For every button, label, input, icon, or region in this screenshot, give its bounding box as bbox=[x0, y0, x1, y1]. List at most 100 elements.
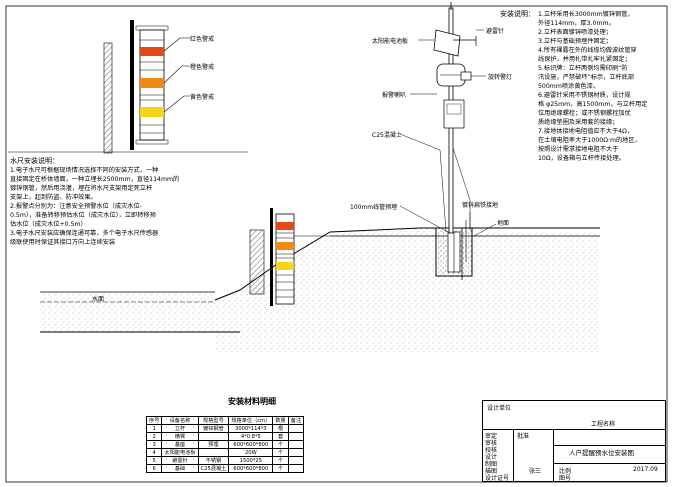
table-cell: 太阳能电池板 bbox=[161, 448, 199, 457]
install-note-line: 在土壤电阻率大于1000Ω·m的地区， bbox=[538, 137, 641, 144]
install-note-line: 7.接地体接地电阻值应不大于4Ω， bbox=[538, 128, 634, 135]
table-cell: 1 bbox=[145, 424, 163, 433]
red-warning-label: 红色警戒 bbox=[190, 36, 215, 43]
ground-wire-label: 镀锌扁铁接地 bbox=[462, 202, 499, 209]
pole-foundation bbox=[435, 220, 473, 280]
table-cell: 镀锌钢管 bbox=[197, 424, 230, 433]
table-cell: 4*0.8*5 bbox=[228, 432, 274, 441]
table-cell: 基座 bbox=[161, 440, 199, 449]
scale-label: 比例 bbox=[559, 468, 572, 475]
title-row-label: 校核 bbox=[485, 447, 498, 454]
table-cell: 6 bbox=[145, 464, 163, 473]
staff-note-line: 级联使用时保证其接口方向上连续安装 bbox=[10, 239, 116, 246]
designer-name: 张三 bbox=[529, 468, 542, 475]
table-cell bbox=[197, 448, 230, 457]
design-unit-label: 设计单位 bbox=[487, 405, 512, 412]
table-row: 2 横臂 4*0.8*5 套 bbox=[145, 432, 305, 441]
table-cell: 600*600*800 bbox=[228, 440, 274, 449]
title-row-label: 制图 bbox=[485, 461, 498, 468]
install-note-line: 10Ω，设备箱与立杆传接处理。 bbox=[538, 155, 625, 162]
warning-pole bbox=[433, 2, 477, 234]
speaker-label: 报警喇叭 bbox=[382, 92, 407, 99]
leader-lines bbox=[399, 29, 497, 237]
staff-note-line: 0.5m），准备转移预估水位（成灾水位），立即转移预 bbox=[10, 212, 156, 219]
table-cell: 4 bbox=[145, 448, 163, 457]
solar-panel-label: 太阳能电池板 bbox=[372, 38, 409, 45]
header-cell: 数量 bbox=[272, 416, 289, 425]
rotating-light-label: 旋转警灯 bbox=[488, 74, 513, 81]
approval-label: 批准 bbox=[517, 433, 530, 440]
drawing-no-label: 图号 bbox=[559, 475, 572, 482]
table-cell: 个 bbox=[272, 464, 289, 473]
table-row: 4 太阳能电池板 20W 个 bbox=[145, 448, 305, 457]
table-cell bbox=[197, 432, 230, 441]
install-note-line: 5.标识牌：立杆两侧均需印刷“防 bbox=[538, 65, 628, 72]
table-cell: 避雷针 bbox=[161, 456, 199, 465]
title-row-label: 描图 bbox=[485, 468, 498, 475]
table-cell: 不锈钢 bbox=[197, 456, 230, 465]
wall-gauge-top bbox=[103, 20, 190, 154]
ground-label: 地面 bbox=[497, 220, 510, 227]
install-notes-body: 1.立杆采用长3000mm镀锌钢管， 外径114mm，厚3.0mm。 2.立杆表… bbox=[538, 10, 647, 163]
header-cell: 备注 bbox=[287, 416, 305, 425]
table-row: 1 立杆 镀锌钢管 3000*114*3 根 bbox=[145, 424, 305, 433]
table-cell: C25混凝土 bbox=[197, 464, 230, 473]
table-cell bbox=[287, 440, 305, 449]
table-cell bbox=[287, 424, 305, 433]
date-value: 2017.09 bbox=[633, 466, 658, 473]
orange-warning-label: 橙色警戒 bbox=[190, 64, 215, 71]
table-cell: 20W bbox=[228, 448, 274, 457]
title-row-label: 审定 bbox=[485, 433, 498, 440]
staff-notes-title: 水尺安装说明： bbox=[10, 157, 59, 165]
install-note-line: 线保护，并用扎带扎牢扎紧固定； bbox=[538, 56, 631, 63]
title-row-label: 设计证号 bbox=[485, 475, 510, 482]
staff-note-line: 2.报警点分别为：注意安全预警水位（成灾水位- bbox=[10, 203, 142, 210]
staff-note-line: 直接固定在桥体墙面，一种立埋长2500mm，直径114mm的 bbox=[10, 176, 180, 183]
staff-note-line: 支架上，起到防盗、防冲效果。 bbox=[10, 194, 97, 201]
install-note-line: 按照设计需求接地电阻不大于 bbox=[538, 146, 619, 153]
install-notes-title: 安装说明： bbox=[500, 10, 535, 18]
title-row-label: 设计 bbox=[485, 454, 498, 461]
table-cell: 个 bbox=[272, 456, 289, 465]
table-cell: 1500*25 bbox=[228, 456, 274, 465]
table-cell bbox=[287, 432, 305, 441]
staff-note-line: 1.电子水尺可根据现场情况选择不同的安装方式，一种 bbox=[10, 167, 159, 174]
install-note-line: 位用绝缘螺栓；或不锈钢螺栓加优 bbox=[538, 110, 631, 117]
c25-concrete-label: C25混凝土 bbox=[372, 132, 402, 139]
install-note-line: 1.立杆采用长3000mm镀锌钢管， bbox=[538, 11, 634, 18]
water-surface-label: 水面 bbox=[92, 296, 105, 303]
table-cell: 2 bbox=[145, 432, 163, 441]
yellow-band bbox=[140, 107, 164, 117]
install-note-line: 4.所有裸露在外的线缆均做波纹管穿 bbox=[538, 47, 637, 54]
install-note-line: 格 φ25mm，高1500mm，与立杆用定 bbox=[538, 101, 648, 108]
install-note-line: 500mm喷涂黄色漆。 bbox=[538, 83, 599, 90]
install-note-line: 6.避雷针采用不锈钢材质，设计规 bbox=[538, 92, 631, 99]
drawing-frame bbox=[5, 5, 668, 483]
table-cell: 3000*114*3 bbox=[228, 424, 274, 433]
table-cell bbox=[287, 464, 305, 473]
title-row-label: 审核 bbox=[485, 440, 498, 447]
wire-duct-label: 100mm线管预埋 bbox=[350, 204, 398, 211]
install-note-line: 3.立杆与基础预埋件固定； bbox=[538, 38, 612, 45]
materials-title: 安装材料明细 bbox=[228, 397, 276, 406]
red-band bbox=[140, 47, 164, 56]
table-cell: 套 bbox=[272, 432, 289, 441]
header-cell: 设备名称 bbox=[161, 416, 199, 425]
install-note-line: 汛设施，严禁破坏”标示，立杆底部 bbox=[538, 74, 635, 81]
table-cell: 根 bbox=[272, 424, 289, 433]
table-cell bbox=[287, 448, 305, 457]
table-cell bbox=[287, 456, 305, 465]
title-block: 设计单位 工程名称 审定 审核 校核 设计 制图 描图 设计证号 批准 人户提醒… bbox=[482, 400, 666, 482]
staff-note-line: 估水位（成灾水位+0.5m） bbox=[10, 221, 87, 228]
header-cell: 规格型号 bbox=[197, 416, 230, 425]
table-cell: 预埋 bbox=[197, 440, 230, 449]
table-cell: 个 bbox=[272, 440, 289, 449]
orange-band bbox=[140, 78, 164, 88]
yellow-warning-label: 黄色警戒 bbox=[190, 94, 215, 101]
table-cell: 横臂 bbox=[161, 432, 199, 441]
staff-note-line: 3.电子水尺安装应确保连通可靠，多个电子水尺传感器 bbox=[10, 230, 159, 237]
table-cell: 立杆 bbox=[161, 424, 199, 433]
table-cell: 5 bbox=[145, 456, 163, 465]
materials-table: 序号 设备名称 规格型号 规格单位（cm） 数量 备注 1 立杆 镀锌钢管 30… bbox=[145, 416, 305, 473]
